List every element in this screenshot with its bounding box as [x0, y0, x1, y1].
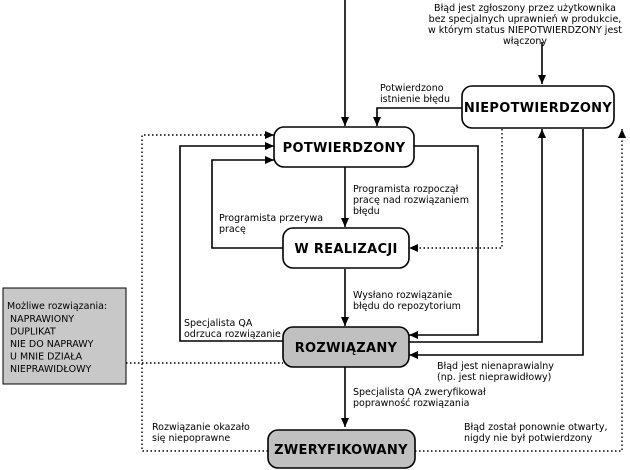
state-w-realizacji-box — [282, 227, 410, 269]
state-niepotwierdzony-box — [461, 85, 615, 129]
state-potwierdzony: POTWIERDZONY — [273, 126, 415, 168]
label-wrong-solution-line-2: się niepoprawne — [152, 433, 230, 444]
edge-zweryf-to-potw-dotted — [141, 131, 274, 452]
state-zweryfikowany-box — [267, 429, 416, 469]
label-qa-verified-line-1: Specjalista QA zweryfikował — [353, 387, 486, 398]
label-top-right-line-3: w którym status NIEPOTWIERDZONY jest — [428, 25, 622, 36]
label-invalid-line-1: Błąd jest nienaprawialny — [437, 361, 554, 372]
state-niepotwierdzony: NIEPOTWIERDZONY — [461, 85, 615, 129]
state-rozwiazany: ROZWIĄZANY — [282, 326, 410, 368]
label-reopened-line-1: Błąd został ponownie otwarty, — [464, 422, 607, 433]
edge-niepotw-to-potw — [373, 107, 462, 126]
state-potwierdzony-box — [273, 126, 415, 168]
label-qa-verified-line-2: poprawność rozwiązania — [353, 398, 469, 409]
label-top-right-line-2: bez specjalnych uprawnień w produkcie, — [429, 14, 622, 25]
resolution-item: U MNIE DZIAŁA — [10, 352, 83, 363]
label-confirmed-line-2: istnienie błędu — [380, 94, 450, 105]
label-qa-rejects-line-1: Specjalista QA — [184, 318, 253, 329]
label-wrong-solution-line-1: Rozwiązanie okazało — [152, 422, 250, 433]
edge-potw-to-rozw — [409, 145, 479, 339]
resolution-item: DUPLIKAT — [10, 327, 56, 338]
resolution-item: NIEPRAWIDŁOWY — [10, 364, 92, 375]
state-zweryfikowany: ZWERYFIKOWANY — [267, 429, 416, 469]
state-w-realizacji: W REALIZACJI — [282, 227, 410, 269]
label-dev-started-line-2: pracę nad rozwiązaniem — [353, 195, 469, 206]
label-dev-stops-line-1: Programista przerywa — [219, 213, 323, 224]
state-zweryfikowany-label: ZWERYFIKOWANY — [274, 443, 408, 458]
label-dev-started-line-1: Programista rozpoczął — [353, 184, 459, 195]
state-niepotwierdzony-label: NIEPOTWIERDZONY — [464, 101, 612, 116]
label-dev-started-line-3: błędu — [353, 206, 380, 217]
label-qa-rejects-line-2: odrzuca rozwiązanie — [184, 329, 281, 340]
state-rozwiazany-box — [282, 326, 410, 368]
label-top-right-line-4: włączony — [503, 36, 547, 47]
edge-rozw-to-niepotw — [409, 129, 546, 343]
edge-zweryf-to-niepotw-dotted — [415, 129, 626, 452]
edge-niepotw-to-rozw — [409, 129, 584, 359]
edge-realizacji-to-potw — [211, 156, 283, 249]
label-reopened-line-2: nigdy nie był potwierdzony — [464, 433, 593, 444]
label-sent-solution-line-2: błędu do repozytorium — [353, 301, 461, 312]
label-confirmed-line-1: Potwierdzono — [380, 83, 444, 94]
edge-niepotw-to-realizacji-dotted — [409, 129, 503, 252]
state-potwierdzony-label: POTWIERDZONY — [283, 141, 406, 156]
resolution-item: NIE DO NAPRAWY — [10, 339, 94, 350]
resolution-item: NAPRAWIONY — [10, 314, 74, 325]
state-w-realizacji-label: W REALIZACJI — [294, 242, 397, 257]
label-sent-solution-line-1: Wysłano rozwiązanie — [353, 290, 452, 301]
state-rozwiazany-label: ROZWIĄZANY — [295, 341, 398, 356]
edge-rozw-to-potw-qa — [179, 142, 283, 342]
label-dev-stops-line-2: pracę — [219, 224, 246, 235]
resolutions-note-box — [2, 287, 127, 385]
resolutions-note: Możliwe rozwiązania: NAPRAWIONYDUPLIKATN… — [2, 287, 127, 385]
label-top-right-line-1: Błąd jest zgłoszony przez użytkownika — [434, 3, 616, 14]
resolutions-note-title: Możliwe rozwiązania: — [7, 301, 107, 312]
label-invalid-line-2: (np. jest nieprawidłowy) — [437, 372, 551, 383]
